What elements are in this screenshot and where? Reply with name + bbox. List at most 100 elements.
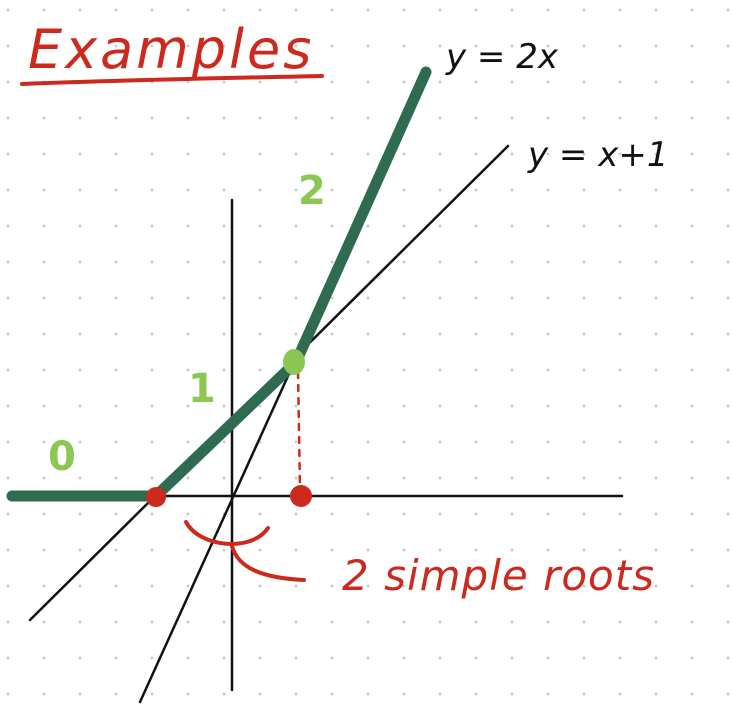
grid-dot (114, 188, 118, 192)
grid-dot (366, 260, 370, 264)
grid-dot (618, 44, 622, 48)
grid-dot (474, 512, 478, 516)
grid-dot (438, 8, 442, 12)
grid-dot (546, 296, 550, 300)
grid-dot (42, 260, 46, 264)
grid-dot (582, 656, 586, 660)
grid-dot (366, 368, 370, 372)
grid-dot (582, 512, 586, 516)
grid-dot (690, 188, 694, 192)
grid-dot (6, 476, 10, 480)
grid-dot (186, 152, 190, 156)
grid-dot (258, 296, 262, 300)
grid-dot (114, 296, 118, 300)
grid-dot (474, 476, 478, 480)
grid-dot (726, 188, 730, 192)
grid-dot (78, 116, 82, 120)
grid-dot (186, 260, 190, 264)
grid-dot (78, 260, 82, 264)
grid-dot (654, 44, 658, 48)
grid-dot (186, 620, 190, 624)
grid-dot (438, 440, 442, 444)
grid-dot (546, 8, 550, 12)
grid-dot (690, 80, 694, 84)
root-point-left (146, 487, 166, 507)
grid-dot (546, 584, 550, 588)
grid-dot (150, 656, 154, 660)
grid-dot (366, 224, 370, 228)
grid-dot (654, 152, 658, 156)
grid-dot (474, 584, 478, 588)
grid-dot (330, 152, 334, 156)
grid-dot (510, 152, 514, 156)
grid-dot (654, 260, 658, 264)
grid-dot (330, 512, 334, 516)
grid-dot (150, 224, 154, 228)
grid-dot (438, 80, 442, 84)
grid-dot (582, 8, 586, 12)
grid-dot (294, 692, 298, 696)
grid-dot (546, 332, 550, 336)
grid-dot (690, 548, 694, 552)
grid-dot (222, 692, 226, 696)
grid-dot (42, 152, 46, 156)
grid-dot (618, 8, 622, 12)
grid-dot (510, 8, 514, 12)
grid-dot (150, 476, 154, 480)
grid-dot (726, 152, 730, 156)
grid-dot (366, 8, 370, 12)
grid-dot (618, 224, 622, 228)
grid-dot (42, 512, 46, 516)
grid-dot (330, 692, 334, 696)
grid-dot (78, 44, 82, 48)
label-y-x-plus-1: y = x+1 (527, 135, 668, 175)
grid-dot (546, 224, 550, 228)
grid-dot (510, 188, 514, 192)
grid-dot (294, 440, 298, 444)
grid-dot (222, 404, 226, 408)
grid-dot (474, 332, 478, 336)
grid-dot (510, 512, 514, 516)
grid-dot (402, 656, 406, 660)
grid-dot (438, 584, 442, 588)
grid-dot (402, 404, 406, 408)
grid-dot (726, 584, 730, 588)
grid-dot (618, 296, 622, 300)
grid-dot (402, 152, 406, 156)
grid-dot (402, 332, 406, 336)
grid-dot (42, 368, 46, 372)
grid-dot (42, 224, 46, 228)
grid-dot (474, 656, 478, 660)
grid-dot (258, 620, 262, 624)
grid-dot (222, 260, 226, 264)
grid-dot (582, 224, 586, 228)
grid-dot (474, 296, 478, 300)
grid-dot (618, 368, 622, 372)
grid-dot (114, 620, 118, 624)
grid-dot (510, 548, 514, 552)
grid-dot (402, 80, 406, 84)
grid-dot (222, 188, 226, 192)
grid-dot (186, 656, 190, 660)
grid-dot (294, 620, 298, 624)
grid-dot (150, 332, 154, 336)
grid-dot (582, 440, 586, 444)
grid-dot (402, 584, 406, 588)
grid-dot (78, 440, 82, 444)
grid-dot (186, 512, 190, 516)
grid-dot (150, 404, 154, 408)
grid-dot (6, 296, 10, 300)
grid-dot (582, 332, 586, 336)
grid-dot (258, 260, 262, 264)
grid-dot (654, 584, 658, 588)
grid-dot (258, 404, 262, 408)
grid-dot (618, 440, 622, 444)
grid-dot (402, 440, 406, 444)
grid-dot (114, 8, 118, 12)
grid-dot (330, 368, 334, 372)
grid-dot (726, 476, 730, 480)
grid-dot (546, 656, 550, 660)
grid-dot (258, 512, 262, 516)
grid-dot (78, 476, 82, 480)
